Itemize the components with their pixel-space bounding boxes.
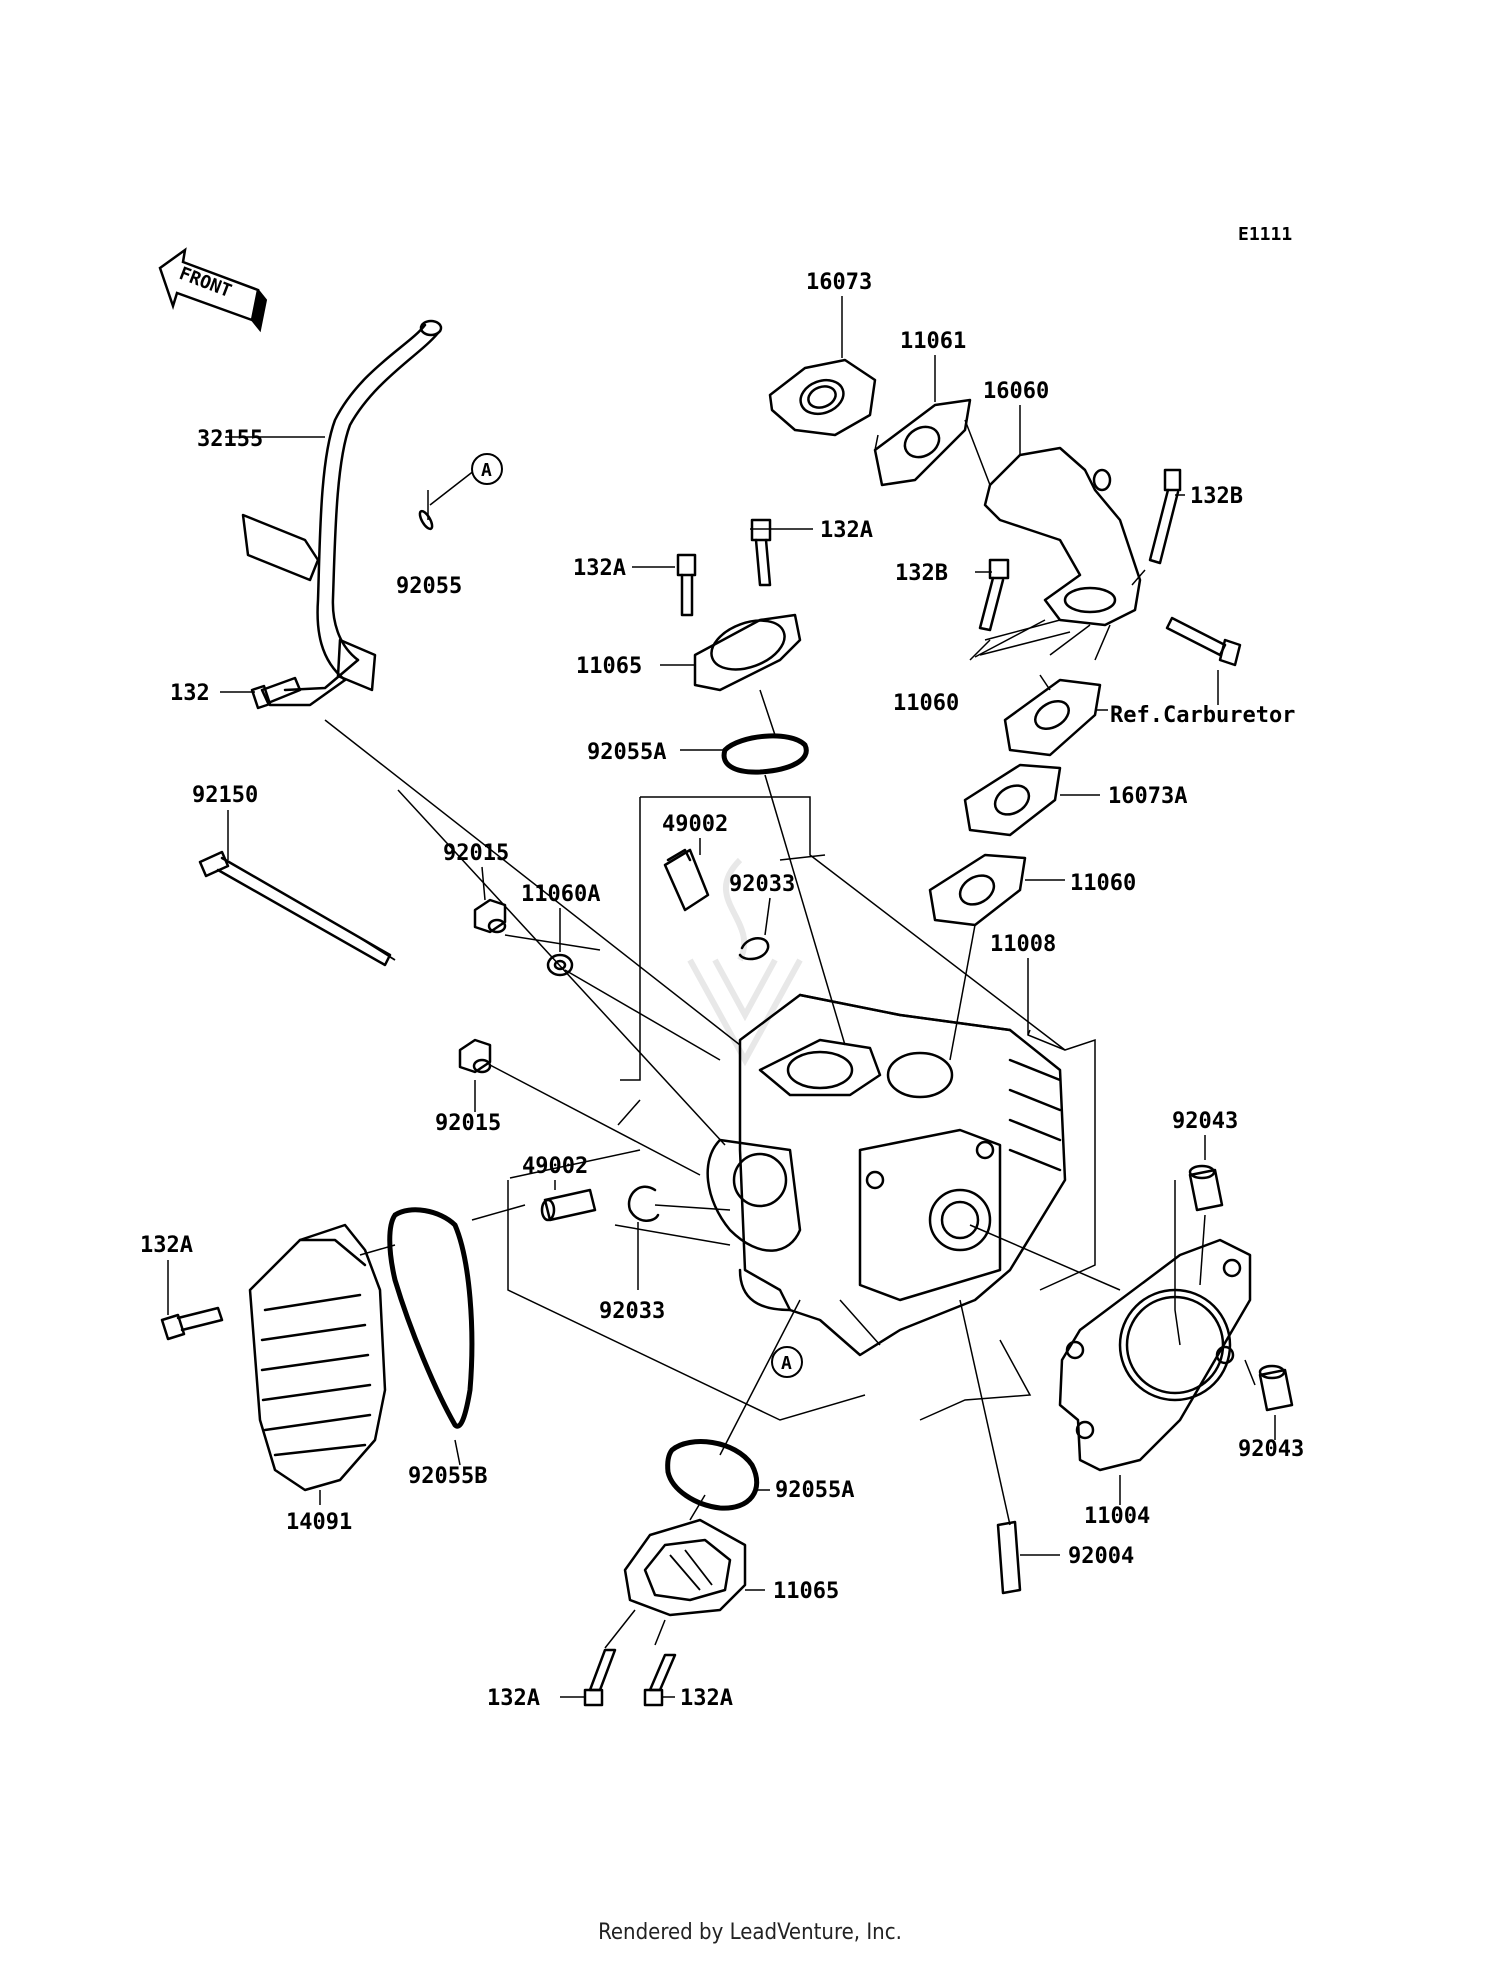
callout-92015-mid: 92015	[435, 1111, 501, 1136]
bolt-132a-bottom-left	[583, 1648, 617, 1707]
callout-132a-left: 132A	[573, 556, 626, 581]
marker-a-mid: A	[771, 1346, 803, 1378]
callout-132a-right: 132A	[820, 518, 873, 543]
callout-14091: 14091	[286, 1510, 352, 1535]
callout-132: 132	[170, 681, 210, 706]
callout-132b-mid: 132B	[895, 561, 948, 586]
marker-a-top: A	[471, 453, 503, 485]
gasket-11060-mid	[928, 853, 1027, 927]
manifold-16060	[983, 446, 1142, 627]
breather-pipe-32155	[241, 319, 443, 707]
bolt-132b-top	[1148, 468, 1182, 565]
callout-132b-top: 132B	[1190, 484, 1243, 509]
footer-credit: Rendered by LeadVenture, Inc.	[598, 1920, 902, 1945]
bolt-ref-carburetor	[1165, 616, 1242, 667]
stud-92004	[996, 1520, 1022, 1595]
callout-132a-bottom-left: 132A	[487, 1686, 540, 1711]
adjuster-49002-top	[663, 848, 710, 912]
reference-carburetor: Ref.Carburetor	[1110, 703, 1295, 728]
oring-92055a-bottom	[665, 1439, 760, 1511]
insulator-16073	[768, 358, 877, 437]
front-arrow-icon: FRONT	[158, 247, 268, 333]
head-gasket-11004	[1058, 1238, 1252, 1472]
callout-49002-mid: 49002	[522, 1154, 588, 1179]
stud-bolt-92150	[198, 850, 396, 967]
gasket-11061	[873, 398, 972, 487]
nut-92015-mid	[458, 1038, 492, 1074]
bolt-132a-right	[750, 518, 772, 587]
callout-11008: 11008	[990, 932, 1056, 957]
callout-132a-cover: 132A	[140, 1233, 193, 1258]
callout-16073: 16073	[806, 270, 872, 295]
clip-92033-mid	[627, 1185, 660, 1222]
callout-92043-top: 92043	[1172, 1109, 1238, 1134]
bolt-132b-mid	[978, 558, 1010, 632]
oring-92055a-top	[721, 733, 809, 775]
diagram-code: E1111	[1238, 224, 1292, 245]
callout-16060: 16060	[983, 379, 1049, 404]
nut-92015-top	[473, 898, 507, 934]
callout-11065-bottom: 11065	[773, 1579, 839, 1604]
callout-11004: 11004	[1084, 1504, 1150, 1529]
callout-16073a: 16073A	[1108, 784, 1187, 809]
bolt-132a-left	[676, 553, 697, 617]
head-cover-14091	[248, 1223, 387, 1492]
callout-11061: 11061	[900, 329, 966, 354]
callout-132a-bottom-right: 132A	[680, 1686, 733, 1711]
insulator-16073a	[963, 763, 1062, 837]
callout-92015-top: 92015	[443, 841, 509, 866]
callout-11060-top: 11060	[893, 691, 959, 716]
washer-11060a	[546, 953, 574, 977]
dowel-92043-top	[1188, 1164, 1224, 1212]
callout-labels: 16073 11061 16060 132B 132B 132A 132A 11…	[140, 270, 1304, 1711]
leader-lines	[167, 296, 1276, 1698]
callout-11060a: 11060A	[521, 882, 600, 907]
tappet-cover-11065-bottom	[623, 1518, 747, 1617]
callout-49002-top: 49002	[662, 812, 728, 837]
svg-text:A: A	[781, 1353, 792, 1374]
callout-92033-mid: 92033	[599, 1299, 665, 1324]
callout-92004: 92004	[1068, 1544, 1134, 1569]
oring-92055	[418, 509, 434, 531]
callout-92055b: 92055B	[408, 1464, 487, 1489]
dowel-92043-bottom	[1258, 1364, 1294, 1412]
svg-text:A: A	[481, 460, 492, 481]
bolt-132	[250, 676, 302, 710]
gasket-11060-top	[1003, 678, 1102, 757]
cylinder-head-11008	[706, 993, 1067, 1357]
callout-11060-mid: 11060	[1070, 871, 1136, 896]
bolt-132a-cover	[160, 1306, 224, 1341]
callout-92150: 92150	[192, 783, 258, 808]
bolt-132a-bottom-right	[643, 1653, 677, 1707]
callout-32155: 32155	[197, 427, 263, 452]
tappet-cover-11065-top	[693, 613, 802, 692]
gasket-92055b	[387, 1207, 475, 1429]
callout-92033-top: 92033	[729, 872, 795, 897]
adjuster-49002-mid	[540, 1188, 597, 1222]
callout-92055a-bottom: 92055A	[775, 1478, 854, 1503]
callout-92043-bottom: 92043	[1238, 1437, 1304, 1462]
callout-92055: 92055	[396, 574, 462, 599]
callout-11065-top: 11065	[576, 654, 642, 679]
clip-92033-top	[738, 937, 770, 961]
callout-92055a-top: 92055A	[587, 740, 666, 765]
